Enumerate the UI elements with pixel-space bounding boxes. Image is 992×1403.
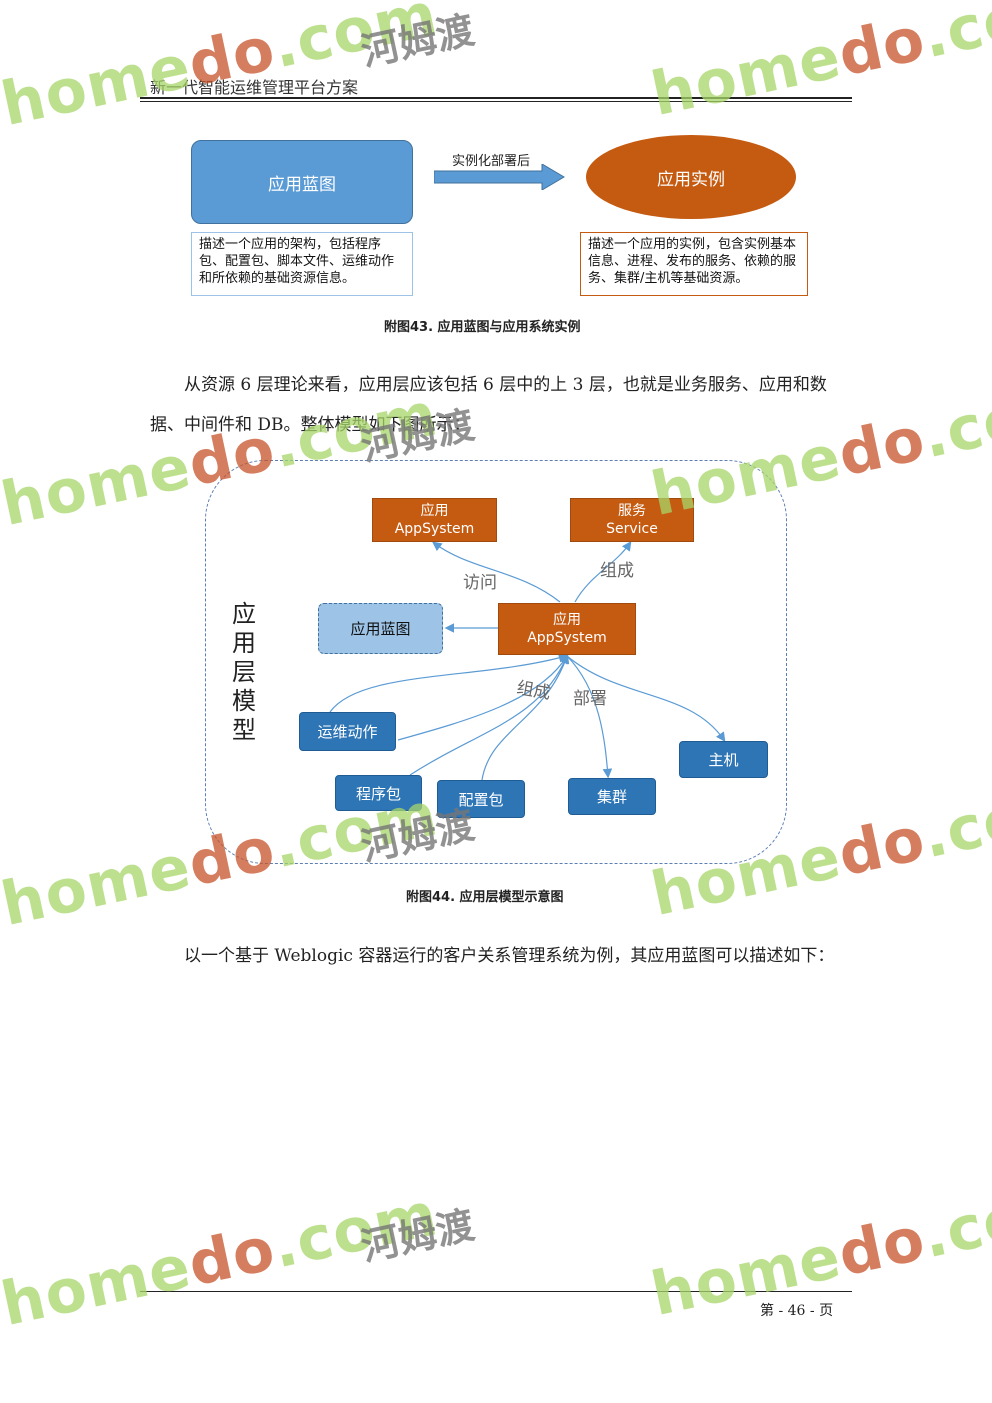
model-side-title: 应用层模型 (232, 600, 256, 744)
blueprint-box: 应用蓝图 (191, 140, 413, 224)
page-number: 第 - 46 - 页 (760, 1303, 834, 1319)
page-header-title: 新一代智能运维管理平台方案 (150, 78, 359, 97)
instance-ellipse: 应用实例 (586, 135, 796, 219)
ops-action-node: 运维动作 (299, 712, 396, 751)
top-app-box: 应用 AppSystem (372, 498, 497, 542)
edge-compose-top-label: 组成 (600, 561, 634, 581)
package-node: 程序包 (335, 775, 422, 811)
figure44-caption: 附图44. 应用层模型示意图 (406, 890, 564, 905)
center-app-box: 应用 AppSystem (498, 603, 636, 655)
cluster-node: 集群 (568, 778, 656, 815)
host-node: 主机 (679, 741, 768, 778)
edge-deploy-label: 部署 (573, 689, 607, 709)
instance-description: 描述一个应用的实例，包含实例基本信息、进程、发布的服务、依赖的服务、集群/主机等… (580, 232, 808, 296)
blueprint-node: 应用蓝图 (318, 603, 443, 654)
body-paragraph-2: 以一个基于 Weblogic 容器运行的客户关系管理系统为例，其应用蓝图可以描述… (184, 946, 835, 966)
figure43-caption: 附图43. 应用蓝图与应用系统实例 (384, 320, 581, 335)
config-node: 配置包 (437, 780, 525, 818)
service-box: 服务 Service (570, 498, 694, 542)
deploy-arrow (434, 164, 565, 190)
footer-rule (140, 1291, 852, 1292)
header-rule-thin (140, 101, 852, 102)
body-paragraph-1: 从资源 6 层理论来看，应用层应该包括 6 层中的上 3 层，也就是业务服务、应… (150, 375, 827, 435)
blueprint-description: 描述一个应用的架构，包括程序包、配置包、脚本文件、运维动作和所依赖的基础资源信息… (191, 232, 413, 296)
deploy-arrow-label: 实例化部署后 (452, 154, 531, 169)
instance-label: 应用实例 (657, 169, 725, 190)
header-rule (140, 97, 852, 99)
blueprint-label: 应用蓝图 (268, 174, 336, 195)
model-frame (205, 460, 787, 864)
edge-access-label: 访问 (463, 573, 497, 593)
